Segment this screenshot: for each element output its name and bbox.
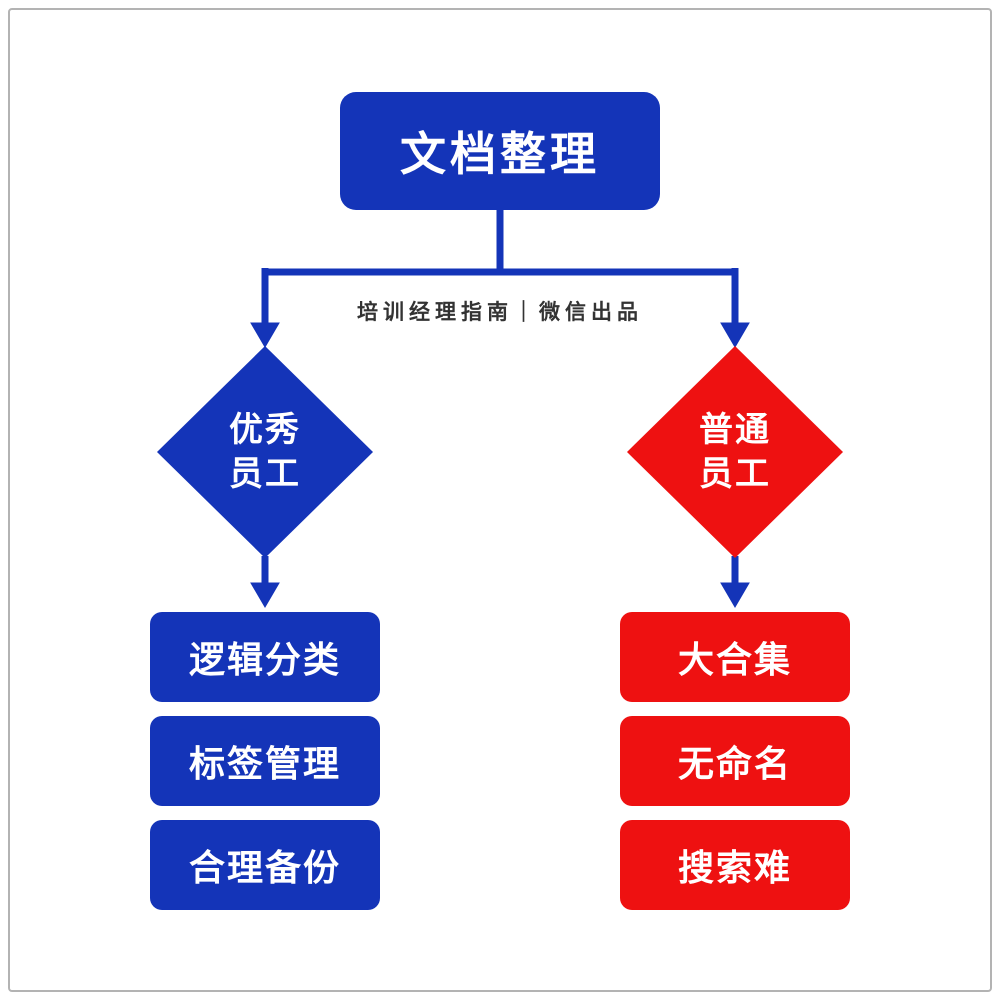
right-branch-arrowhead <box>720 322 750 348</box>
flow-node-tag-management: 标签管理 <box>150 716 380 806</box>
root-node-document-organizing: 文档整理 <box>340 92 660 210</box>
flow-node-proper-backup: 合理备份 <box>150 820 380 910</box>
flow-node-big-collection: 大合集 <box>620 612 850 702</box>
watermark-text: 培训经理指南｜微信出品 <box>357 300 643 324</box>
left-branch-arrowhead <box>250 322 280 348</box>
flow-node-no-naming: 无命名 <box>620 716 850 806</box>
flow-node-hard-to-search: 搜索难 <box>620 820 850 910</box>
left-list-arrowhead <box>250 582 280 608</box>
right-list-arrowhead <box>720 582 750 608</box>
flow-node-logical-classification: 逻辑分类 <box>150 612 380 702</box>
